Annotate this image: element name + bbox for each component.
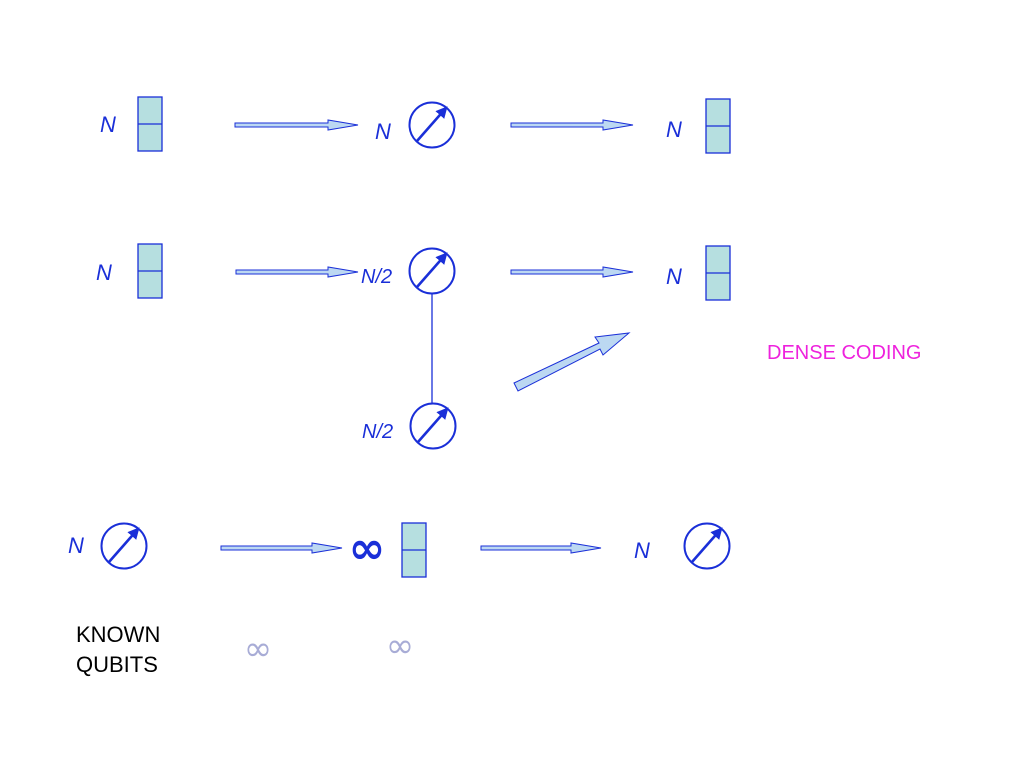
known-qubits-label-line2: QUBITS bbox=[76, 652, 158, 677]
infinity-symbol: ∞ bbox=[349, 523, 386, 574]
row-known-qubits: N ∞ N KNOWN QUBITS ∞ ∞ bbox=[68, 522, 731, 677]
qubit-arrow-circle-icon bbox=[409, 402, 457, 450]
known-qubits-label-line1: KNOWN bbox=[76, 622, 160, 647]
two-cell-bit-icon bbox=[137, 243, 163, 299]
row2-left-label: N bbox=[96, 260, 112, 285]
qubit-arrow-circle-icon bbox=[100, 522, 148, 570]
two-cell-bit-icon bbox=[137, 96, 163, 152]
right-arrow-icon bbox=[220, 542, 343, 554]
diagonal-arrow-icon bbox=[513, 332, 631, 392]
row2-right-label: N bbox=[666, 264, 682, 289]
qubit-arrow-circle-icon bbox=[408, 247, 456, 295]
row-dense-coding: N N/2 N DENSE CODING N/2 bbox=[96, 243, 921, 450]
right-arrow-icon bbox=[235, 266, 359, 278]
qubit-arrow-circle-icon bbox=[683, 522, 731, 570]
dense-coding-caption: DENSE CODING bbox=[767, 342, 921, 364]
faint-infinity-symbol: ∞ bbox=[244, 629, 272, 669]
row1-right-label: N bbox=[666, 117, 682, 142]
right-arrow-icon bbox=[510, 119, 634, 131]
faint-infinity-symbol: ∞ bbox=[386, 626, 414, 666]
right-arrow-icon bbox=[234, 119, 359, 131]
two-cell-bit-icon bbox=[705, 245, 731, 301]
two-cell-bit-icon bbox=[705, 98, 731, 154]
row1-left-label: N bbox=[100, 112, 116, 137]
two-cell-bit-icon bbox=[401, 522, 427, 578]
qubit-arrow-circle-icon bbox=[408, 101, 456, 149]
row-classical: N N N bbox=[100, 96, 731, 154]
right-arrow-icon bbox=[480, 542, 602, 554]
upper-qubit-label: N/2 bbox=[361, 266, 392, 288]
row3-right-label: N bbox=[634, 538, 650, 563]
lower-qubit-label: N/2 bbox=[362, 421, 393, 443]
row3-left-label: N bbox=[68, 533, 84, 558]
row1-middle-label: N bbox=[375, 119, 391, 144]
right-arrow-icon bbox=[510, 266, 634, 278]
